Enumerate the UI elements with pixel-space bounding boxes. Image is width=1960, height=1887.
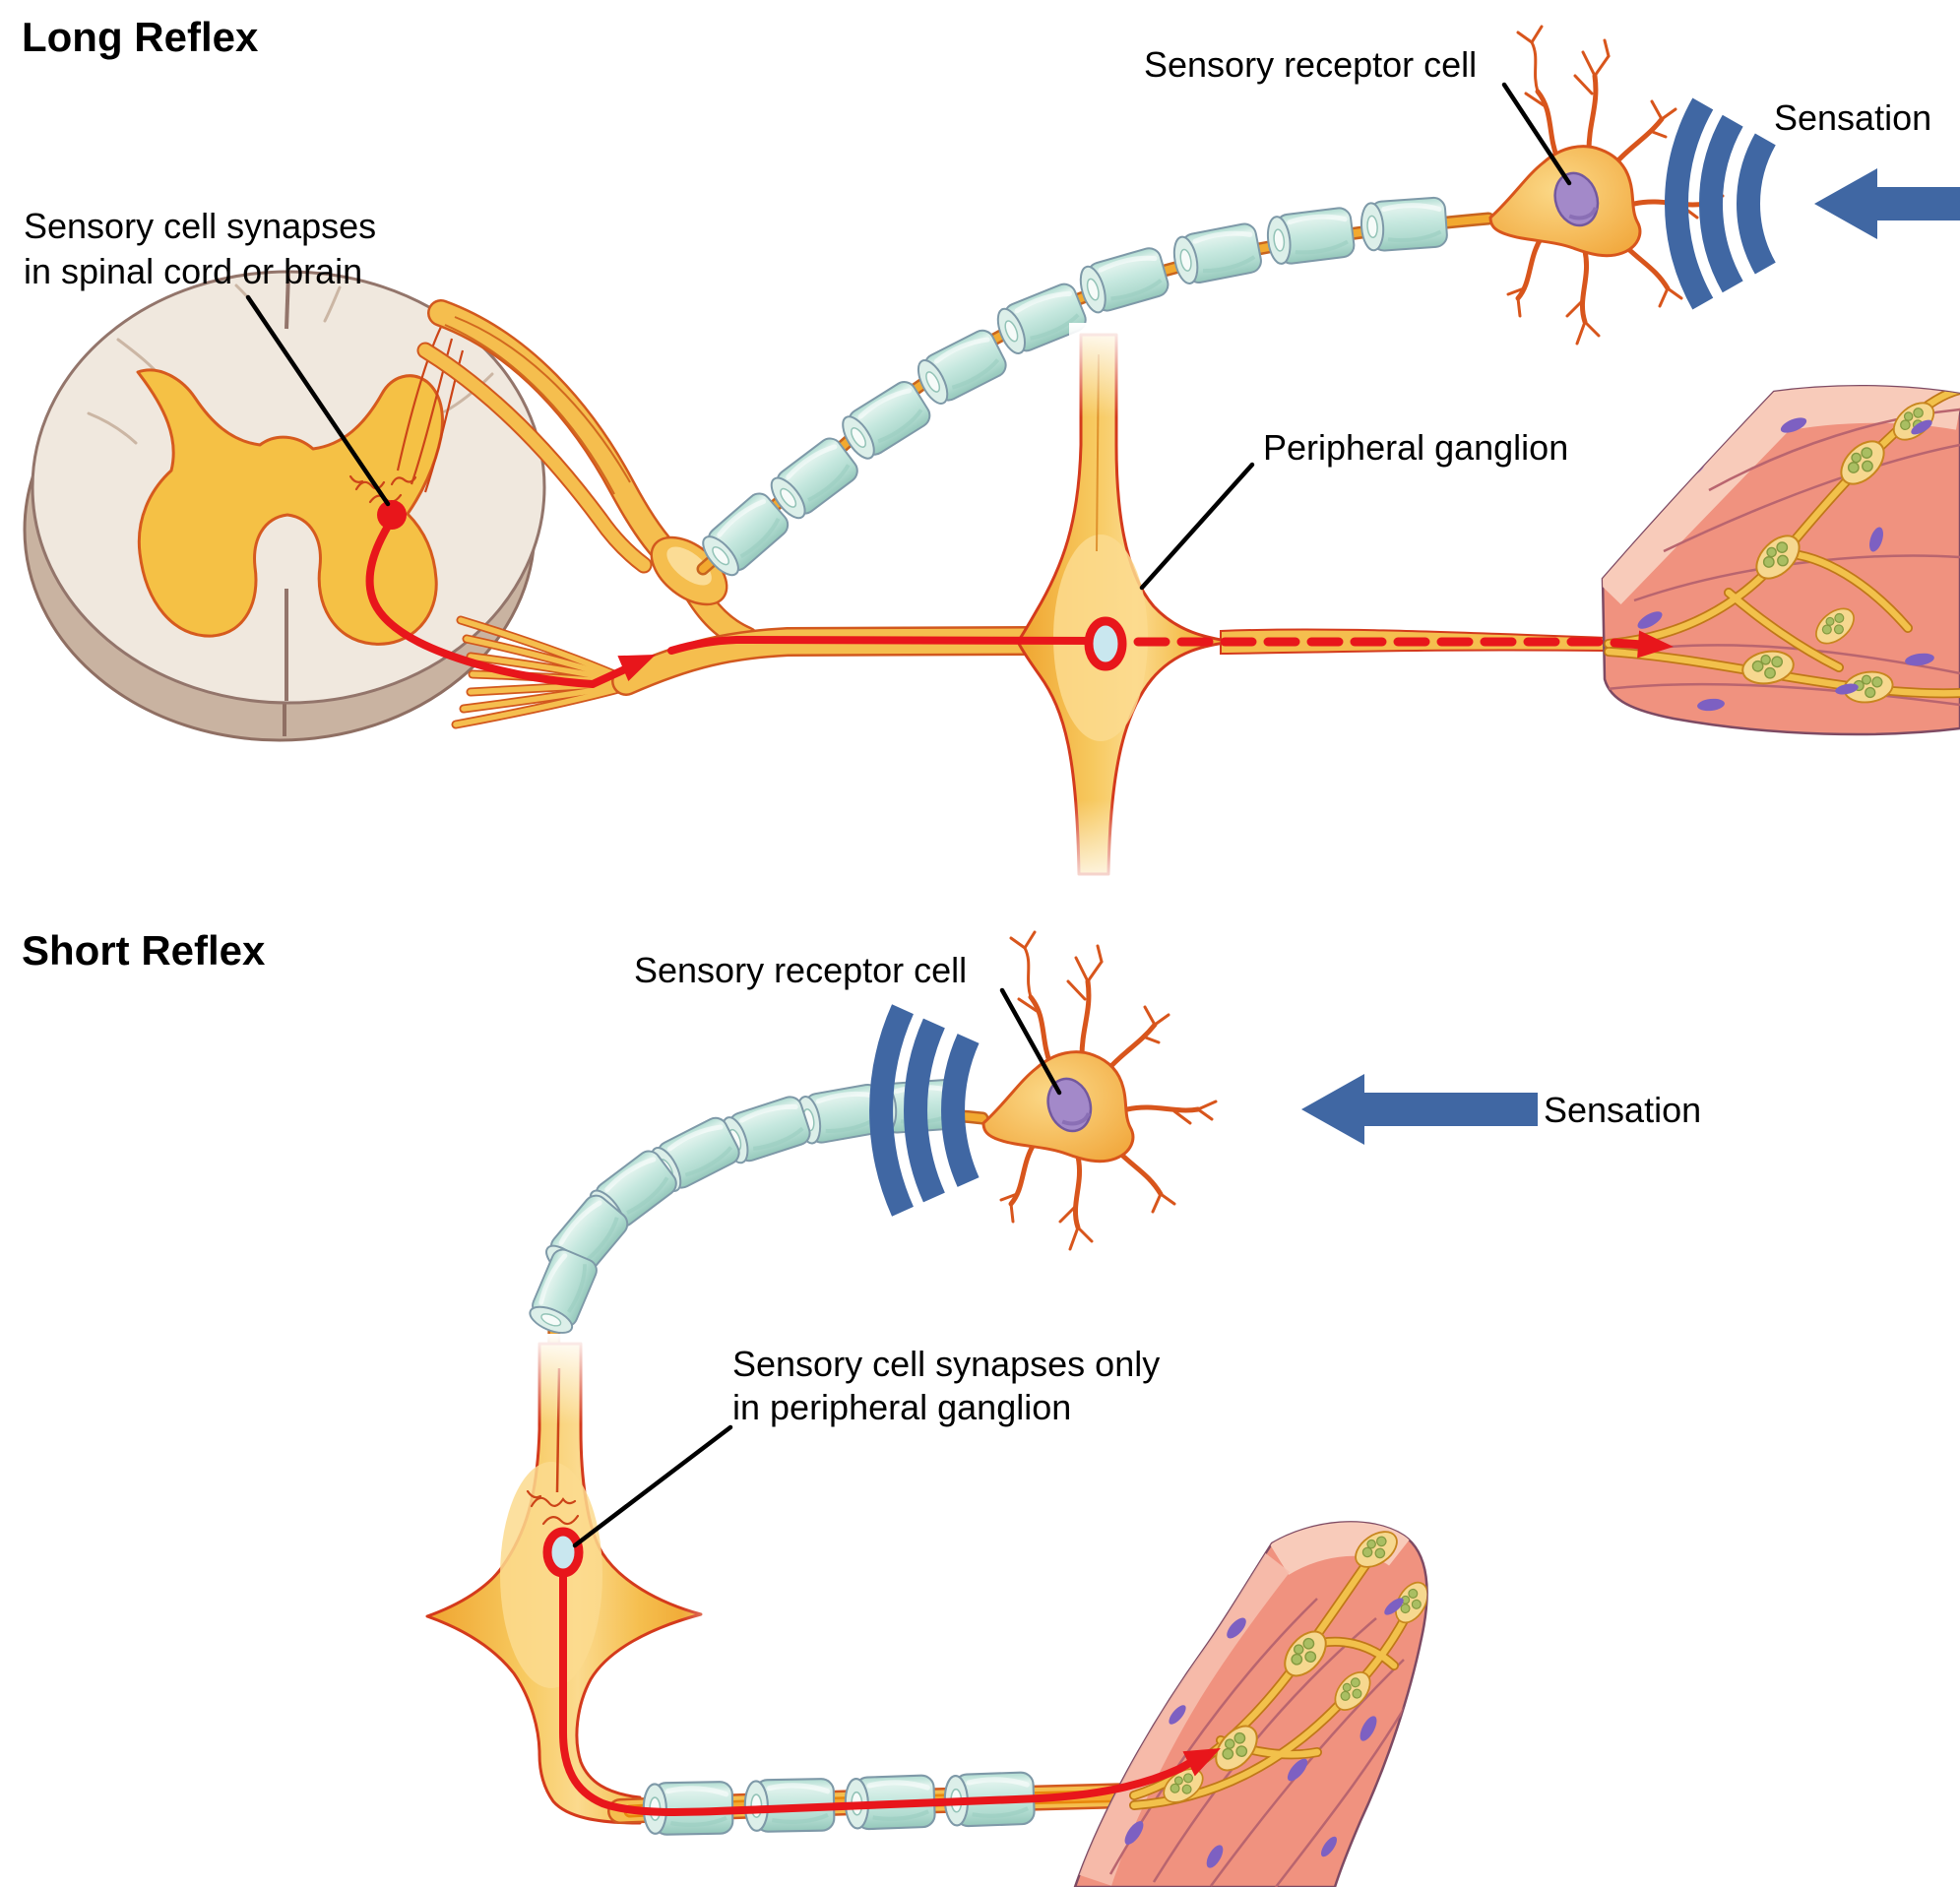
- long-sensation-label: Sensation: [1774, 97, 1931, 138]
- cns-synapse-dot: [377, 500, 407, 530]
- peripheral-ganglion-label: Peripheral ganglion: [1263, 427, 1568, 468]
- efferent-path-short: [559, 1567, 1199, 1816]
- enteric-plexus-short: [1129, 1523, 1427, 1810]
- muscle-nuclei-short: [1124, 1598, 1404, 1868]
- sensation-waves-icon: [1665, 97, 1776, 310]
- cns-synapse-label-line1: Sensory cell synapses: [24, 206, 376, 246]
- short-reflex-title: Short Reflex: [22, 927, 266, 974]
- arrowhead-icon: [1637, 630, 1674, 659]
- sensation-arrow-icon: [1814, 168, 1960, 239]
- arrowhead-icon: [1182, 1748, 1221, 1777]
- sensation-icon-short: [869, 1004, 1538, 1217]
- efferent-path-nerve: [667, 635, 1106, 655]
- leader-line: [999, 987, 1062, 1096]
- ganglion-synapse-label-line1: Sensory cell synapses only: [732, 1344, 1160, 1384]
- efferent-path-cord: [365, 516, 597, 688]
- arrowhead-icon: [617, 655, 656, 681]
- myelin-sheath: [526, 1246, 601, 1339]
- myelin-sheath: [1359, 197, 1447, 252]
- leader-line: [245, 294, 391, 507]
- sensation-icon-long: [1665, 97, 1960, 310]
- muscle-short: [1073, 1521, 1428, 1887]
- long-receptor-label: Sensory receptor cell: [1144, 44, 1477, 85]
- cns-synapse-label-line2: in spinal cord or brain: [24, 251, 362, 291]
- short-receptor-label: Sensory receptor cell: [634, 950, 967, 990]
- enteric-plexus-long: [1604, 386, 1960, 707]
- synaptic-terminals-ganglion: [526, 1489, 580, 1526]
- myelin-sheath: [1170, 221, 1263, 285]
- myelin-sheath: [1265, 207, 1355, 266]
- myelin-sheath: [1076, 245, 1170, 316]
- ganglion-synapse-ring-short: [542, 1527, 584, 1578]
- sensation-arrow-icon: [1301, 1074, 1538, 1145]
- leader-line: [1501, 82, 1572, 186]
- long-reflex-title: Long Reflex: [22, 14, 259, 60]
- leader-line: [572, 1424, 733, 1548]
- ganglion-synapse-label-line2: in peripheral ganglion: [732, 1387, 1071, 1427]
- leader-line: [1139, 462, 1255, 591]
- muscle-nuclei-long: [1637, 417, 1934, 712]
- muscle-long: [1601, 385, 1960, 736]
- short-sensation-label: Sensation: [1544, 1090, 1701, 1130]
- ganglion-synapse-ring-long: [1084, 616, 1127, 671]
- posterior-median-sulcus: [285, 272, 290, 330]
- afferent-axon-long: [696, 197, 1495, 582]
- labels: Long Reflex Short Reflex Sensory recepto…: [22, 14, 1931, 1548]
- reflex-path-short: [542, 1527, 1221, 1816]
- sensory-neuron-short: [983, 932, 1216, 1249]
- spinal-cord: [23, 270, 546, 742]
- afferent-axon-short: [526, 1079, 989, 1410]
- sensation-waves-icon: [869, 1004, 980, 1217]
- reflex-path-long: [365, 500, 1674, 688]
